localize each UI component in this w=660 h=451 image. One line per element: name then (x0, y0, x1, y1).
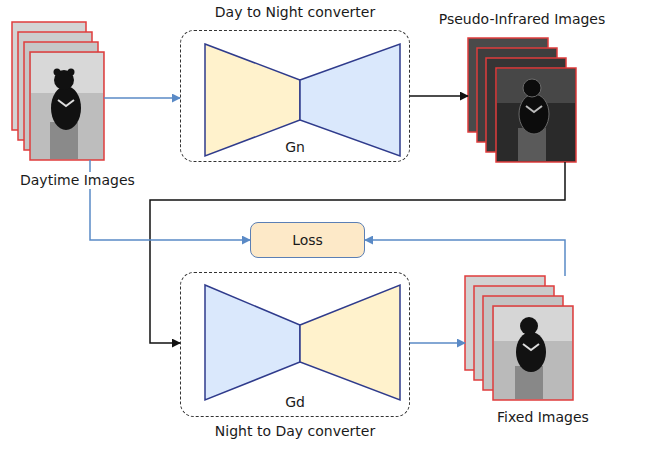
image-stack: Pseudo-Infrared Images (468, 38, 576, 162)
stack-label: Pseudo-Infrared Images (437, 11, 608, 28)
daytime-image-stack (12, 22, 104, 160)
converter-title: Night to Day converter (215, 423, 375, 440)
converter-title: Day to Night converter (215, 4, 375, 21)
fixed-image-stack (465, 276, 573, 400)
decoder-trapezoid (300, 44, 400, 156)
generator-name: Gn (285, 139, 305, 156)
stack-label: Daytime Images (18, 172, 137, 189)
encoder-trapezoid (205, 44, 300, 156)
flow-arrow (104, 97, 180, 99)
pseudo-infrared-image-stack (468, 38, 576, 162)
loss-label: Loss (292, 232, 323, 249)
decoder-trapezoid (300, 285, 400, 400)
generator-name: Gd (285, 394, 305, 411)
image-stack: Fixed Images (465, 276, 573, 400)
converter-box: GdNight to Day converter (180, 272, 410, 417)
converter-box: Day to Night converterGn (180, 30, 410, 162)
image-stack: Daytime Images (12, 22, 104, 160)
flow-arrow (150, 162, 565, 343)
loss-box: Loss (250, 222, 365, 258)
flow-arrow (410, 342, 465, 344)
flow-arrow (365, 240, 565, 276)
flow-arrow (410, 95, 468, 97)
stack-label: Fixed Images (495, 409, 591, 426)
encoder-trapezoid (205, 285, 300, 400)
